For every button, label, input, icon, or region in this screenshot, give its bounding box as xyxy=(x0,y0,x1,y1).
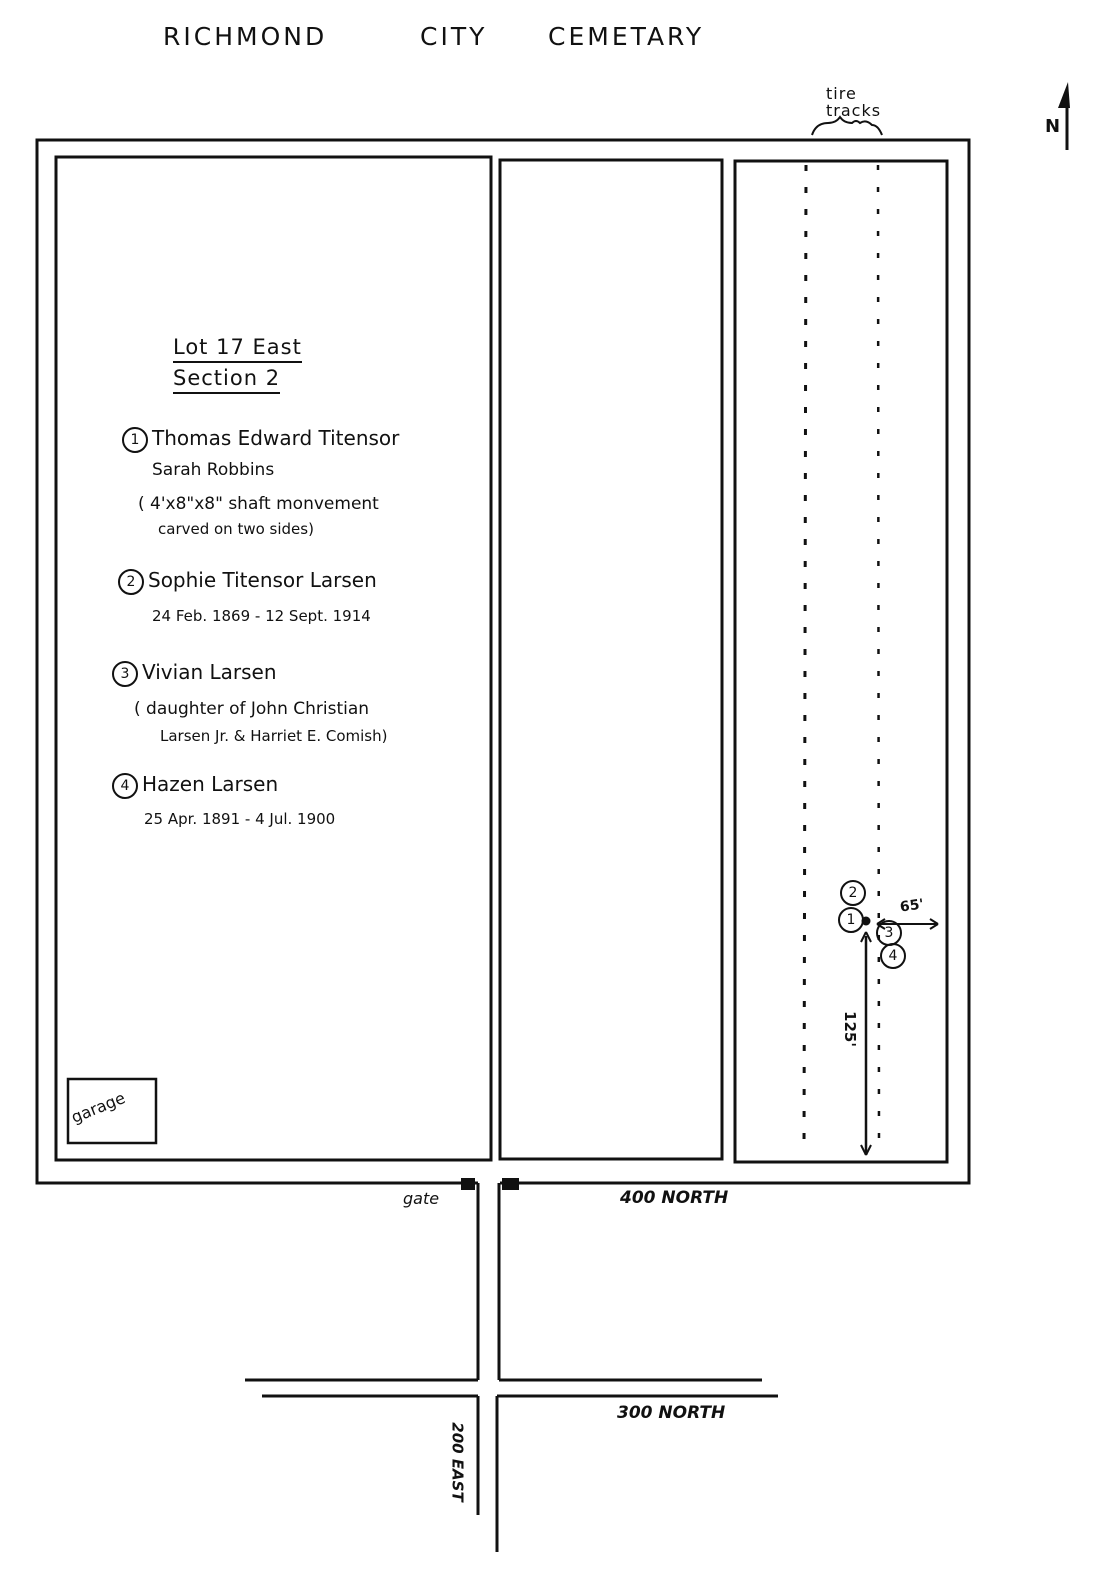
north-label: N xyxy=(1045,116,1061,137)
gate-post-left xyxy=(461,1178,475,1190)
tire-track-west xyxy=(802,164,808,1156)
entry-1-name: Thomas Edward Titensor xyxy=(152,426,400,450)
entry-2-name: Sophie Titensor Larsen xyxy=(148,568,377,592)
entry-1-number: 1 xyxy=(122,426,148,453)
gate-label: gate xyxy=(403,1189,440,1208)
entry-2-dates: 24 Feb. 1869 - 12 Sept. 1914 xyxy=(152,607,371,625)
map-title-cemetary: CEMETARY xyxy=(548,22,705,51)
block-west xyxy=(54,155,493,1162)
entry-3-number: 3 xyxy=(112,660,138,687)
measure-125-label: 125' xyxy=(840,1011,859,1047)
entry-1-line2: Sarah Robbins xyxy=(152,460,275,480)
north-arrow-head xyxy=(1058,82,1070,108)
tire-tracks-brace xyxy=(811,115,883,136)
entry-3-name: Vivian Larsen xyxy=(142,660,277,684)
street-200-east: 200 EAST xyxy=(448,1422,467,1502)
entry-4-dates: 25 Apr. 1891 - 4 Jul. 1900 xyxy=(144,810,336,828)
block-middle xyxy=(498,158,724,1161)
entry-4-name: Hazen Larsen xyxy=(142,772,279,796)
entry-4-number: 4 xyxy=(112,772,138,799)
map-title-city: CITY xyxy=(420,22,488,51)
grave-marker-4: 4 xyxy=(880,943,910,969)
entry-1-line3: ( 4'x8"x8" shaft monvement xyxy=(138,494,379,514)
tire-tracks-label-1: tire xyxy=(826,84,857,103)
tire-tracks-label-2: tracks xyxy=(826,101,882,120)
tire-track-east xyxy=(876,164,881,1156)
map-title-richmond: RICHMOND xyxy=(163,22,328,51)
grave-marker-2: 2 xyxy=(840,880,870,906)
block-east xyxy=(733,159,949,1164)
entry-1-line4: carved on two sides) xyxy=(158,520,314,538)
street-300-north: 300 NORTH xyxy=(617,1403,726,1423)
entry-2-number: 2 xyxy=(118,568,144,595)
entry-3-line2: ( daughter of John Christian xyxy=(134,699,370,719)
street-400-north: 400 NORTH xyxy=(620,1188,729,1208)
entry-3-line3: Larsen Jr. & Harriet E. Comish) xyxy=(160,727,388,745)
measure-65-label: 65' xyxy=(899,896,925,916)
section-label: Section 2 xyxy=(173,366,281,394)
gate-post-right xyxy=(502,1178,519,1190)
grave-marker-1: 1 xyxy=(838,907,868,933)
garage-building xyxy=(66,1077,158,1145)
lot-label: Lot 17 East xyxy=(173,335,302,363)
